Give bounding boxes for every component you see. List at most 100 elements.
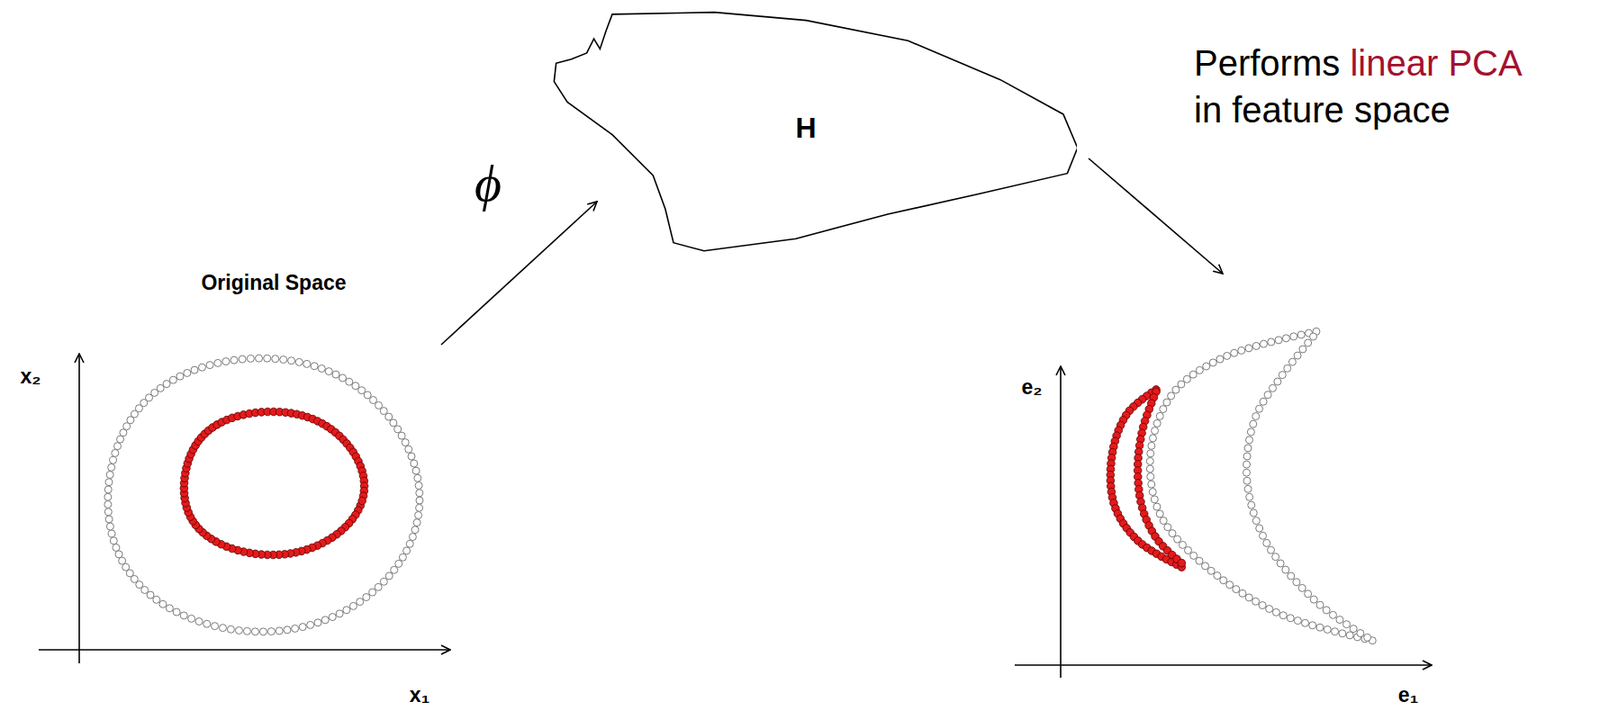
data-point (246, 354, 254, 362)
data-point (198, 363, 206, 371)
data-point (375, 401, 383, 409)
data-point (1259, 397, 1267, 406)
data-point (104, 493, 112, 501)
plot-title: Original Space (200, 271, 346, 295)
data-point (190, 366, 199, 374)
data-point (1301, 619, 1310, 627)
data-point (1163, 398, 1171, 407)
data-point (1346, 632, 1354, 640)
data-point (117, 435, 125, 443)
note-highlight: linear PCA (1349, 43, 1522, 83)
feature-space-blob: H (551, 9, 1077, 255)
data-point (1336, 616, 1344, 624)
data-point (298, 623, 307, 632)
data-point (1242, 469, 1250, 477)
data-point (1272, 608, 1280, 616)
data-point (1177, 559, 1186, 568)
data-point (415, 481, 423, 489)
data-point (362, 594, 371, 602)
data-point (280, 356, 288, 364)
data-point (214, 359, 222, 367)
data-point (1274, 378, 1282, 386)
data-point (1343, 621, 1351, 629)
data-point (1159, 406, 1167, 414)
data-point (1232, 586, 1240, 594)
data-point (401, 439, 409, 447)
data-point (1258, 602, 1266, 610)
data-point (374, 583, 382, 591)
data-point (1331, 628, 1339, 636)
data-point (271, 355, 280, 363)
data-point (415, 504, 424, 512)
data-point (283, 626, 291, 634)
data-point (162, 380, 171, 389)
data-points (104, 327, 1376, 644)
data-point (263, 354, 272, 362)
data-point (1287, 572, 1295, 580)
data-point (1349, 625, 1357, 633)
data-point (403, 547, 411, 555)
data-point (1272, 553, 1280, 561)
data-point (1216, 355, 1224, 363)
data-point (1178, 541, 1186, 549)
data-point (230, 356, 238, 364)
data-point (1293, 352, 1302, 360)
data-point (325, 368, 333, 376)
data-point (112, 543, 120, 552)
data-point (414, 474, 422, 482)
data-point (1238, 346, 1246, 354)
data-point (410, 460, 418, 468)
data-point (1252, 597, 1260, 606)
data-point (1146, 457, 1154, 465)
data-point (105, 479, 113, 487)
data-point (1274, 336, 1283, 344)
data-point (1243, 452, 1251, 461)
data-point (352, 382, 360, 390)
data-point (1364, 633, 1372, 642)
data-point (1151, 427, 1159, 435)
data-point (1148, 442, 1156, 450)
data-point (1148, 488, 1157, 497)
data-point (1322, 606, 1330, 615)
data-point (109, 537, 118, 545)
data-point (1202, 362, 1211, 371)
data-point (108, 530, 116, 538)
data-point (1202, 562, 1210, 570)
data-point (111, 449, 119, 457)
data-point (104, 508, 112, 516)
data-point (1189, 370, 1197, 379)
data-point (1213, 572, 1221, 580)
data-point (307, 621, 315, 629)
data-point (1276, 560, 1284, 568)
data-point (1310, 596, 1318, 604)
data-point (183, 369, 191, 377)
data-point (1220, 577, 1228, 585)
data-point (108, 463, 116, 471)
data-point (335, 610, 344, 618)
data-point (1174, 535, 1182, 543)
data-point (412, 467, 420, 475)
data-point (1147, 450, 1155, 458)
data-point (1328, 611, 1337, 619)
data-point (203, 620, 211, 628)
data-point (188, 614, 196, 623)
data-point (1245, 594, 1253, 602)
data-point (406, 540, 414, 548)
data-point (1298, 584, 1306, 592)
data-point (218, 624, 226, 633)
data-point (146, 591, 154, 599)
data-point (238, 355, 246, 363)
data-point (1263, 539, 1271, 547)
data-point (1264, 391, 1272, 399)
data-point (255, 354, 263, 362)
data-point (172, 608, 181, 616)
data-point (1190, 551, 1198, 560)
axis-label: e₂ (1021, 376, 1042, 399)
data-point (159, 600, 167, 608)
data-point (1223, 352, 1231, 360)
data-point (303, 360, 311, 368)
data-point (195, 618, 203, 626)
data-point (105, 515, 113, 524)
data-point (1292, 578, 1301, 587)
data-point (1288, 358, 1296, 366)
